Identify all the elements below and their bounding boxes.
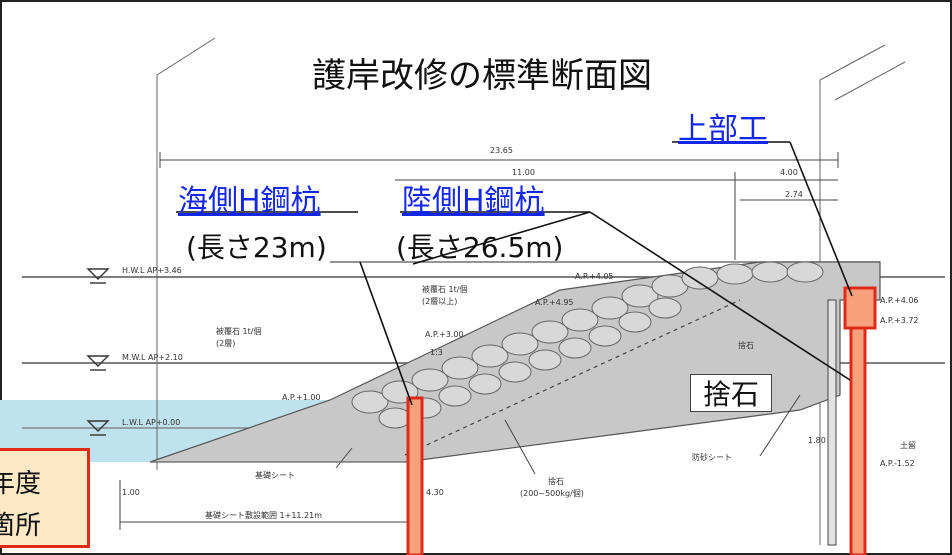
base-range-label: 基礎シート敷設範囲 1+11.21m [205,511,323,520]
ap-495: A.P.+4.95 [535,298,574,307]
rubble-spec: 捨石 [548,477,564,486]
land-h-pile [849,326,867,555]
right-road-leader-b [834,61,906,101]
ap-406: A.P.+4.06 [880,296,919,305]
dim-2: 4.00 [780,168,798,177]
water-level-markers [86,268,110,436]
left-road-leader [156,37,216,76]
dim-left: 1.00 [122,488,140,497]
land-pile-label: 陸側H鋼杭 [402,184,545,219]
sand-sheet-label: 防砂シート [692,453,732,462]
slope-ratio: 1:3 [430,348,443,357]
land-pile-leader-a [412,211,591,265]
ap-300: A.P.+3.00 [425,330,464,339]
lwl-mark: L.W.L AP+0.00 [122,418,181,427]
armor-stones [351,261,824,429]
sea-pile-label: 海側H鋼杭 [178,184,321,219]
land-sheet-pile [827,299,837,546]
land-pile-leader-b [589,211,851,381]
base-sheet-label: 基礎シート [255,471,295,480]
hwl-mark: H.W.L AP+3.46 [122,266,182,275]
location-text: 箇所 [0,511,42,541]
dim-right: 1.80 [808,436,826,445]
right-road-leader-a [819,44,886,81]
dim-pile: 4.30 [426,488,444,497]
dim-1: 11.00 [512,168,535,177]
ap-m152: A.P.-1.52 [880,459,915,468]
rubble-label: 捨石 [702,378,759,411]
superstructure-label: 上部工 [678,112,768,147]
year-location-box: 年度 箇所 [0,448,90,548]
mwl-mark: M.W.L AP+2.10 [122,353,183,362]
armor-upper: 被覆石 1t/個 [422,285,468,294]
diagram-title: 護岸改修の標準断面図 [312,56,652,96]
rubble-spec-leader [504,419,536,475]
ap-372: A.P.+3.72 [880,316,919,325]
sea-pile-length-label: (長さ23m) [186,231,327,264]
dimension-lines [119,152,839,530]
year-text: 年度 [0,469,42,499]
armor-lower: 被覆石 1t/個 [216,327,262,336]
armor-lower-sub: (2層) [216,339,236,348]
superstructure-highlight [843,286,877,330]
dim-total: 23.65 [490,146,513,155]
ap-405: A.P.+4.05 [575,272,614,281]
hatched-slope [404,299,741,456]
rubble-spec-sub: (200~500kg/個) [520,489,584,498]
sea-h-pile [406,396,424,555]
base-sheet-leader [335,447,353,469]
armor-upper-sub: (2層以上) [422,297,458,306]
superstructure-leader [789,141,853,297]
land-pile-length-label: (長さ26.5m) [396,231,564,264]
rubble-small: 捨石 [738,341,754,350]
dim-3: 2.74 [785,190,803,199]
sand-sheet-leader [759,394,801,457]
sea-water [0,400,330,462]
ground-label: 土留 [900,441,916,450]
ap-100: A.P.+1.00 [282,393,321,402]
rubble-label-box: 捨石 [690,374,772,412]
sea-pile-leader [359,261,413,406]
